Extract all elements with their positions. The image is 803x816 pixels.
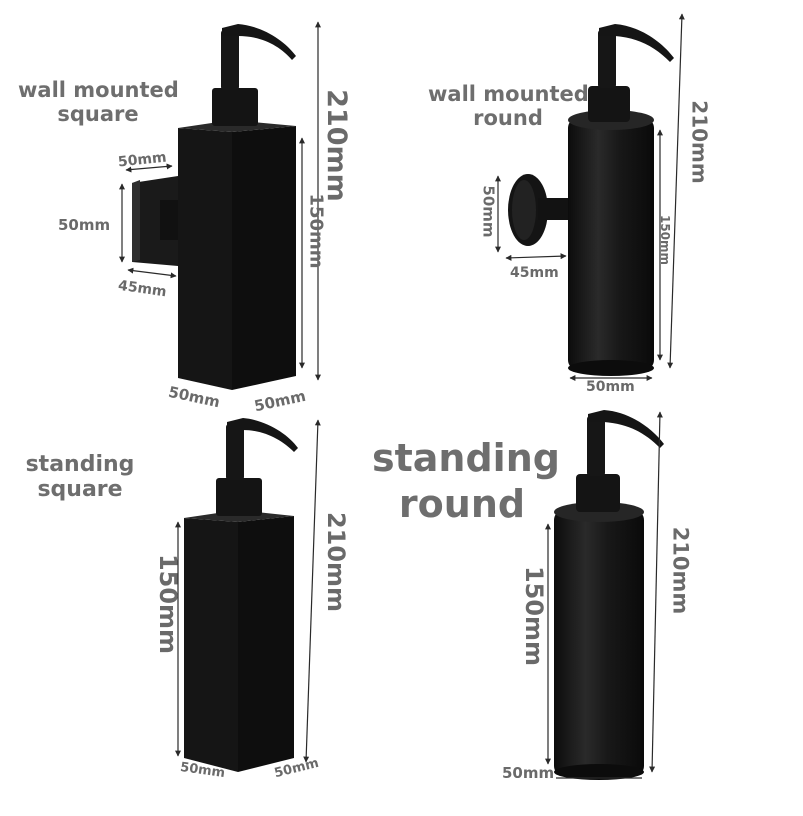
wall-round-mount-depth: 45mm [510, 265, 559, 281]
standing-round-dispenser-image [554, 410, 664, 780]
wall-square-caption: wall mounted square [18, 78, 179, 127]
wall-round-height-total: 210mm [687, 100, 712, 184]
standing-round-caption-line2: round [398, 481, 526, 526]
standing-round-caption: standing round [372, 436, 560, 527]
wall-round-dispenser-image [508, 24, 674, 376]
standing-round-height-total: 210mm [668, 526, 693, 615]
wall-round-caption: wall mounted round [428, 82, 589, 131]
standing-square-caption-line1: standing [25, 452, 135, 477]
standing-square-dispenser-image [184, 418, 298, 772]
wall-round-height-body: 150mm [658, 214, 673, 266]
standing-square-height-body: 150mm [154, 553, 183, 655]
wall-square-dispenser-image [132, 24, 296, 390]
wall-square-mount-height: 50mm [58, 216, 111, 234]
wall-square-caption-line2: square [57, 102, 139, 127]
wall-round-caption-line2: round [473, 106, 543, 131]
standing-square-height-total: 210mm [322, 511, 351, 613]
wall-square-caption-line1: wall mounted [18, 78, 179, 102]
wall-round-caption-line1: wall mounted [428, 82, 589, 106]
wall-square-height-body: 150mm [305, 193, 327, 269]
wall-round-mount-diameter: 50mm [479, 185, 498, 238]
standing-square-caption: standing square [20, 452, 140, 503]
standing-round-base-diameter: 50mm [502, 764, 555, 782]
standing-round-height-body: 150mm [520, 565, 549, 667]
standing-round-caption-line1: standing [372, 436, 560, 480]
wall-square-height-total: 210mm [320, 89, 352, 202]
standing-square-caption-line2: square [37, 477, 123, 503]
wall-round-base-diameter: 50mm [586, 379, 635, 395]
